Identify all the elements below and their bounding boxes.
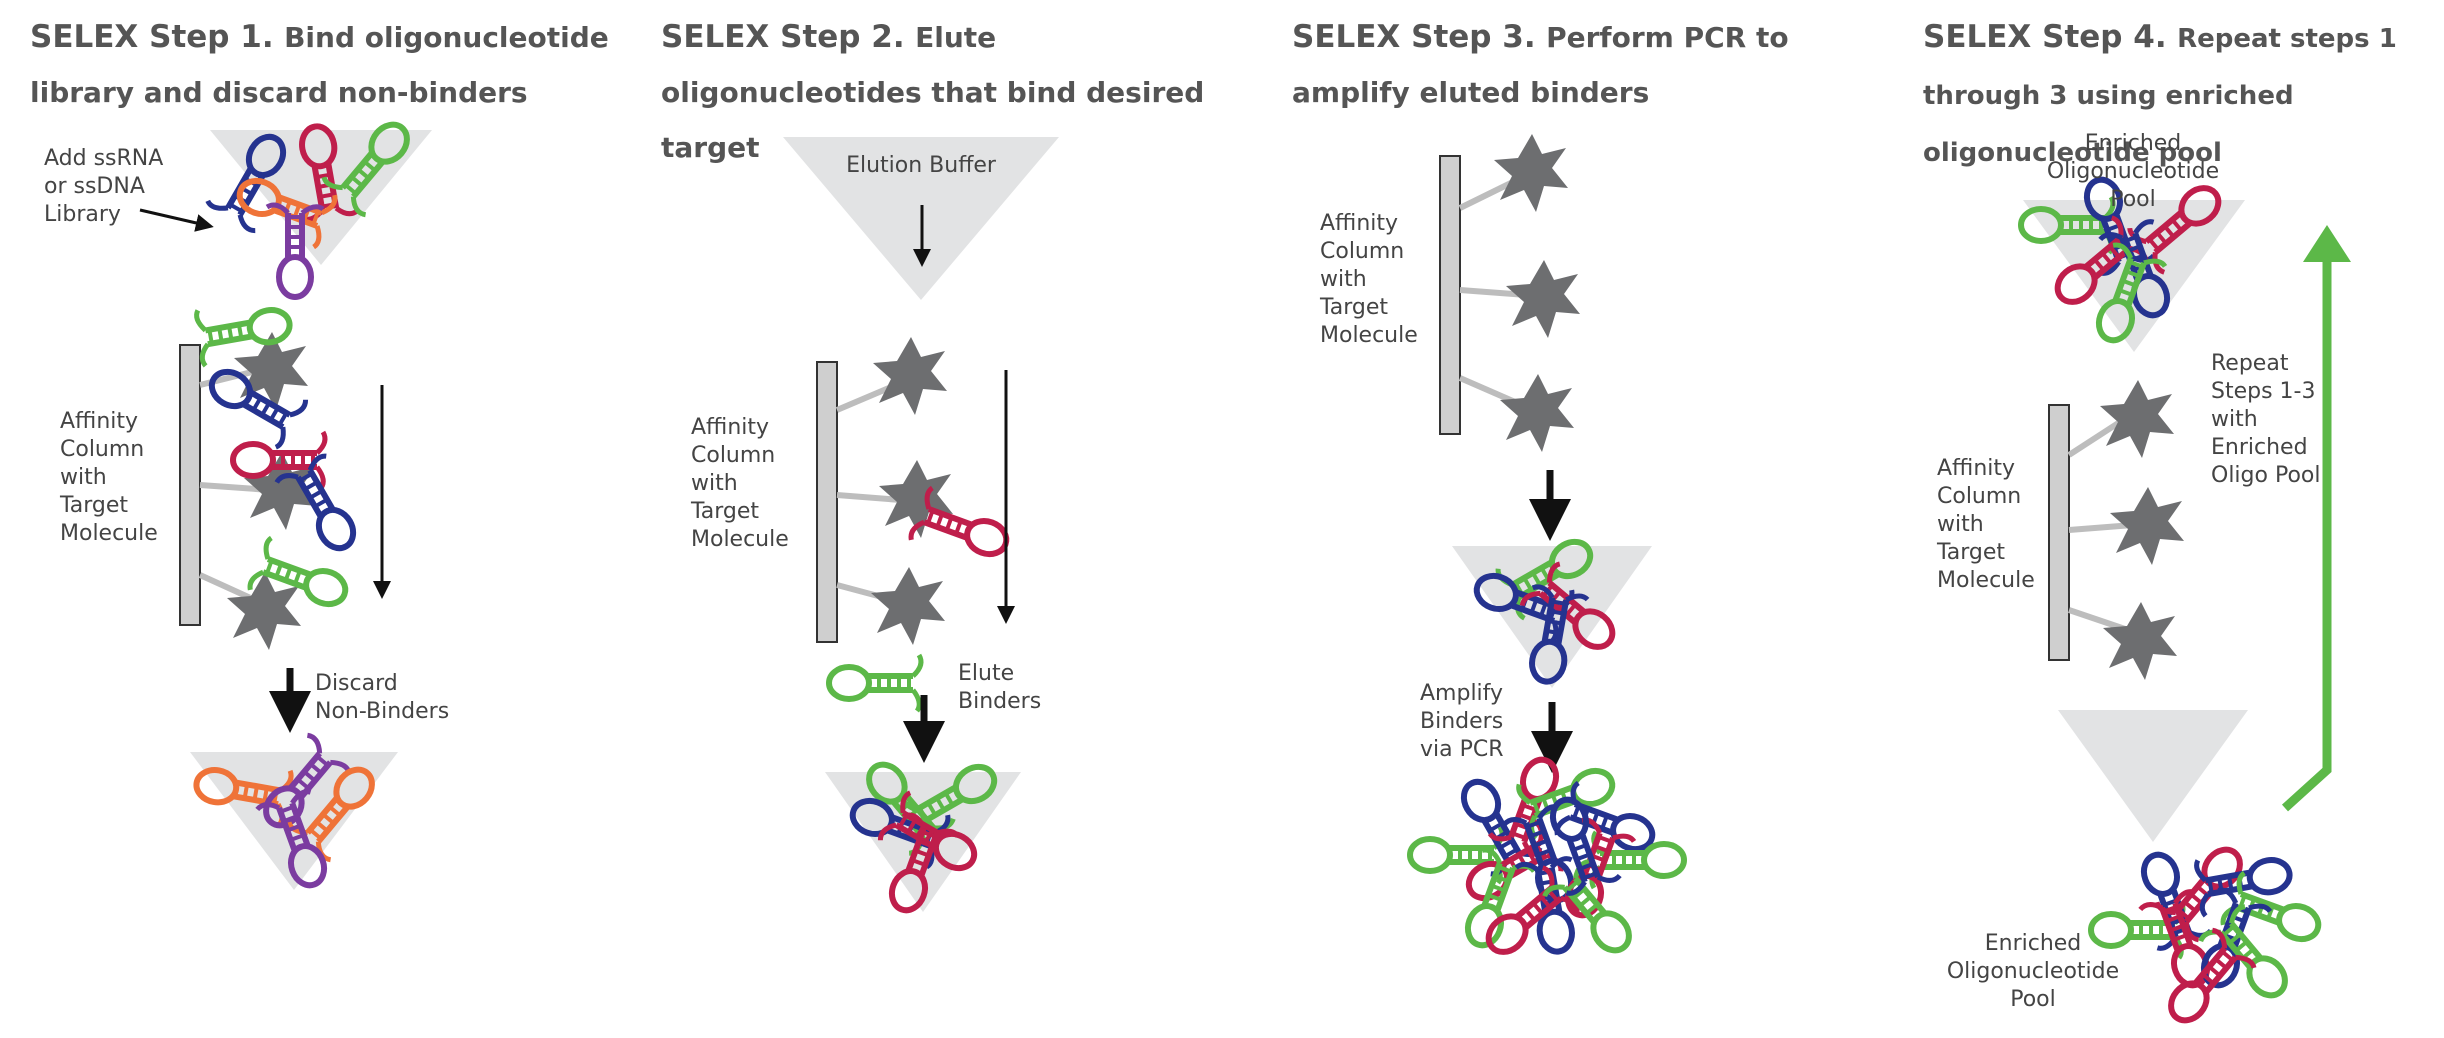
column-linker bbox=[1458, 177, 1519, 211]
enriched-top-label: Enriched Oligonucleotide Pool bbox=[2046, 131, 2220, 212]
step-2-heading: SELEX Step 2. Elute oligonucleotides tha… bbox=[661, 10, 1241, 175]
column-linker bbox=[198, 572, 257, 603]
step-2-description: Elute oligonucleotides that bind desired… bbox=[661, 21, 1205, 164]
column-linker bbox=[836, 492, 902, 503]
step-4-heading: SELEX Step 4. Repeat steps 1 through 3 u… bbox=[1923, 10, 2444, 181]
affinity-column bbox=[1439, 155, 1461, 435]
step-1-illustration bbox=[139, 0, 432, 1038]
repeat-arrow bbox=[2281, 250, 2332, 812]
target-molecule bbox=[871, 567, 945, 645]
column-label: Affinity Column with Target Molecule bbox=[1320, 211, 1418, 348]
elution-buffer-label: Elution Buffer bbox=[846, 153, 996, 178]
step-4-illustration bbox=[1893, 0, 2351, 1038]
step-2-panel: SELEX Step 2. Elute oligonucleotides tha… bbox=[631, 0, 1242, 1038]
target-molecule bbox=[1500, 374, 1574, 452]
step-4-description: Repeat steps 1 through 3 using enriched … bbox=[1923, 24, 2397, 168]
step-1-panel: SELEX Step 1. Bind oligonucleotide libra… bbox=[0, 0, 611, 1038]
step-3-illustration bbox=[1262, 134, 1873, 1038]
discard-label: Discard Non-Binders bbox=[315, 671, 450, 724]
repeat-arrowhead bbox=[2303, 225, 2351, 262]
enriched-bottom-label: Enriched Oligonucleotide Pool bbox=[1946, 931, 2120, 1012]
elute-label: Elute Binders bbox=[958, 661, 1042, 714]
column-linker bbox=[2068, 607, 2129, 633]
bound-aptamer-red bbox=[909, 487, 1015, 571]
step-4-panel: SELEX Step 4. Repeat steps 1 through 3 u… bbox=[1893, 0, 2444, 1038]
column-linker bbox=[2067, 417, 2125, 458]
step-3-label: SELEX Step 3. bbox=[1292, 19, 1536, 55]
step-1-description: Bind oligonucleotide library and discard… bbox=[30, 21, 609, 109]
empty-funnel bbox=[2058, 710, 2248, 842]
target-molecule bbox=[1506, 260, 1580, 338]
target-molecule bbox=[873, 337, 947, 415]
step-4-label: SELEX Step 4. bbox=[1923, 19, 2167, 55]
step-2-label: SELEX Step 2. bbox=[661, 19, 905, 55]
amplified-pool bbox=[1410, 751, 1684, 968]
column-label: Affinity Column with Target Molecule bbox=[1937, 456, 2035, 593]
target-molecule bbox=[1494, 134, 1568, 212]
column-label: Affinity Column with Target Molecule bbox=[691, 415, 789, 552]
step-1-label: SELEX Step 1. bbox=[30, 19, 274, 55]
target-molecule bbox=[2103, 602, 2177, 680]
step-2-illustration bbox=[783, 137, 1059, 1038]
step-3-heading: SELEX Step 3. Perform PCR to amplify elu… bbox=[1292, 10, 1872, 120]
step-3-panel: SELEX Step 3. Perform PCR to amplify elu… bbox=[1262, 0, 1873, 1038]
amplify-label: Amplify Binders via PCR bbox=[1420, 681, 1504, 762]
affinity-column bbox=[2048, 404, 2070, 661]
affinity-column bbox=[179, 344, 201, 626]
library-pointer-arrow bbox=[139, 208, 214, 232]
eluted-aptamer-green bbox=[829, 655, 921, 711]
enriched-pool-bottom bbox=[2091, 835, 2327, 1035]
library-label: Add ssRNA or ssDNA Library bbox=[44, 146, 164, 227]
step-1-heading: SELEX Step 1. Bind oligonucleotide libra… bbox=[30, 10, 610, 120]
column-label: Affinity Column with Target Molecule bbox=[60, 409, 158, 546]
repeat-label: Repeat Steps 1-3 with Enriched Oligo Poo… bbox=[2211, 351, 2321, 488]
target-molecule bbox=[2100, 380, 2174, 458]
step-3-description: Perform PCR to amplify eluted binders bbox=[1292, 21, 1789, 109]
affinity-column bbox=[816, 361, 838, 643]
column-linker bbox=[2068, 522, 2134, 533]
